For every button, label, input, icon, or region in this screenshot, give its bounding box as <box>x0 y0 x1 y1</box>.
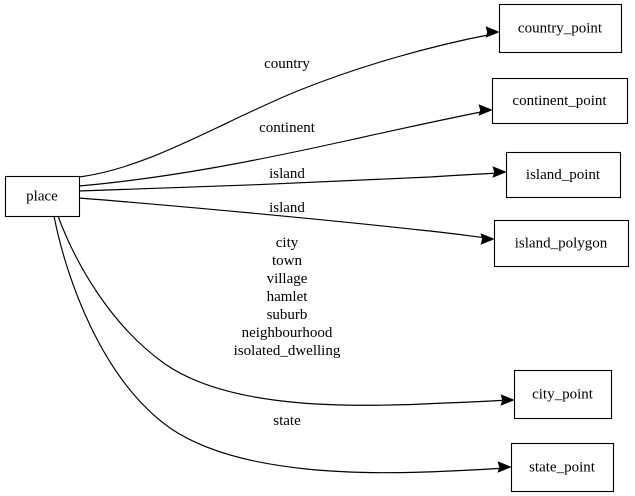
edge-label-line: town <box>272 253 303 269</box>
node-box[interactable] <box>493 219 630 268</box>
node-island_polygon[interactable]: island_polygon <box>493 219 630 268</box>
edge-place-to-island_point <box>78 166 507 192</box>
node-label: island_polygon <box>515 235 608 251</box>
arrowhead-icon <box>485 26 500 38</box>
node-box[interactable] <box>510 442 615 493</box>
node-country_point[interactable]: country_point <box>498 3 623 54</box>
edge-place-to-continent_point <box>78 104 493 187</box>
nodes-layer: place country_point continent_point island_… <box>4 3 630 493</box>
edge-label-line: city <box>276 235 299 251</box>
edge-label-place-to-city_point: city town village hamlet suburb neighbourhood… <box>234 235 341 359</box>
node-continent_point[interactable]: continent_point <box>491 77 629 125</box>
edge-line <box>57 215 509 406</box>
edge-place-to-city_point <box>57 215 515 406</box>
arrowhead-icon <box>492 166 507 178</box>
edge-line <box>78 110 487 187</box>
node-box[interactable] <box>498 3 623 54</box>
edge-label-place-to-island_point: island <box>269 166 305 182</box>
edge-label-place-to-continent_point: continent <box>259 120 316 136</box>
edge-label-place-to-state_point: state <box>273 413 301 429</box>
edge-label-place-to-country_point: country <box>264 56 310 72</box>
arrowhead-icon <box>478 104 493 116</box>
edge-place-to-island_polygon <box>78 197 495 245</box>
node-box[interactable] <box>491 77 629 125</box>
edge-label-line: island <box>269 200 305 216</box>
node-label: continent_point <box>512 93 607 109</box>
arrowhead-icon <box>500 394 515 406</box>
node-island_point[interactable]: island_point <box>505 151 622 199</box>
edge-label-line: island <box>269 166 305 182</box>
node-label: state_point <box>529 459 596 475</box>
edge-label-line: hamlet <box>267 289 309 305</box>
edge-label-line: village <box>267 271 308 287</box>
node-label: city_point <box>532 386 594 402</box>
edge-place-to-country_point <box>78 26 500 178</box>
edge-label-line: continent <box>259 120 316 136</box>
edge-label-place-to-island_polygon: island <box>269 200 305 216</box>
edge-place-to-state_point <box>53 215 512 474</box>
node-label: place <box>26 188 58 204</box>
node-box[interactable] <box>4 175 81 218</box>
edges-layer <box>53 26 515 474</box>
edge-labels-layer: country continent island island city town vill… <box>234 56 341 429</box>
edge-label-line: neighbourhood <box>242 325 333 341</box>
edge-label-line: country <box>264 56 310 72</box>
arrowhead-icon <box>480 233 495 245</box>
node-label: country_point <box>518 20 603 36</box>
edge-label-line: suburb <box>267 307 308 323</box>
node-state_point[interactable]: state_point <box>510 442 615 493</box>
edge-label-line: state <box>273 413 301 429</box>
node-label: island_point <box>526 167 601 183</box>
edge-line <box>78 33 494 178</box>
edge-line <box>78 197 489 239</box>
node-box[interactable] <box>513 369 613 420</box>
edge-line <box>53 215 506 474</box>
node-city_point[interactable]: city_point <box>513 369 613 420</box>
arrowhead-icon <box>497 461 512 473</box>
edge-label-line: isolated_dwelling <box>234 343 341 359</box>
node-box[interactable] <box>505 151 622 199</box>
edge-line <box>78 172 501 192</box>
node-place[interactable]: place <box>4 175 81 218</box>
